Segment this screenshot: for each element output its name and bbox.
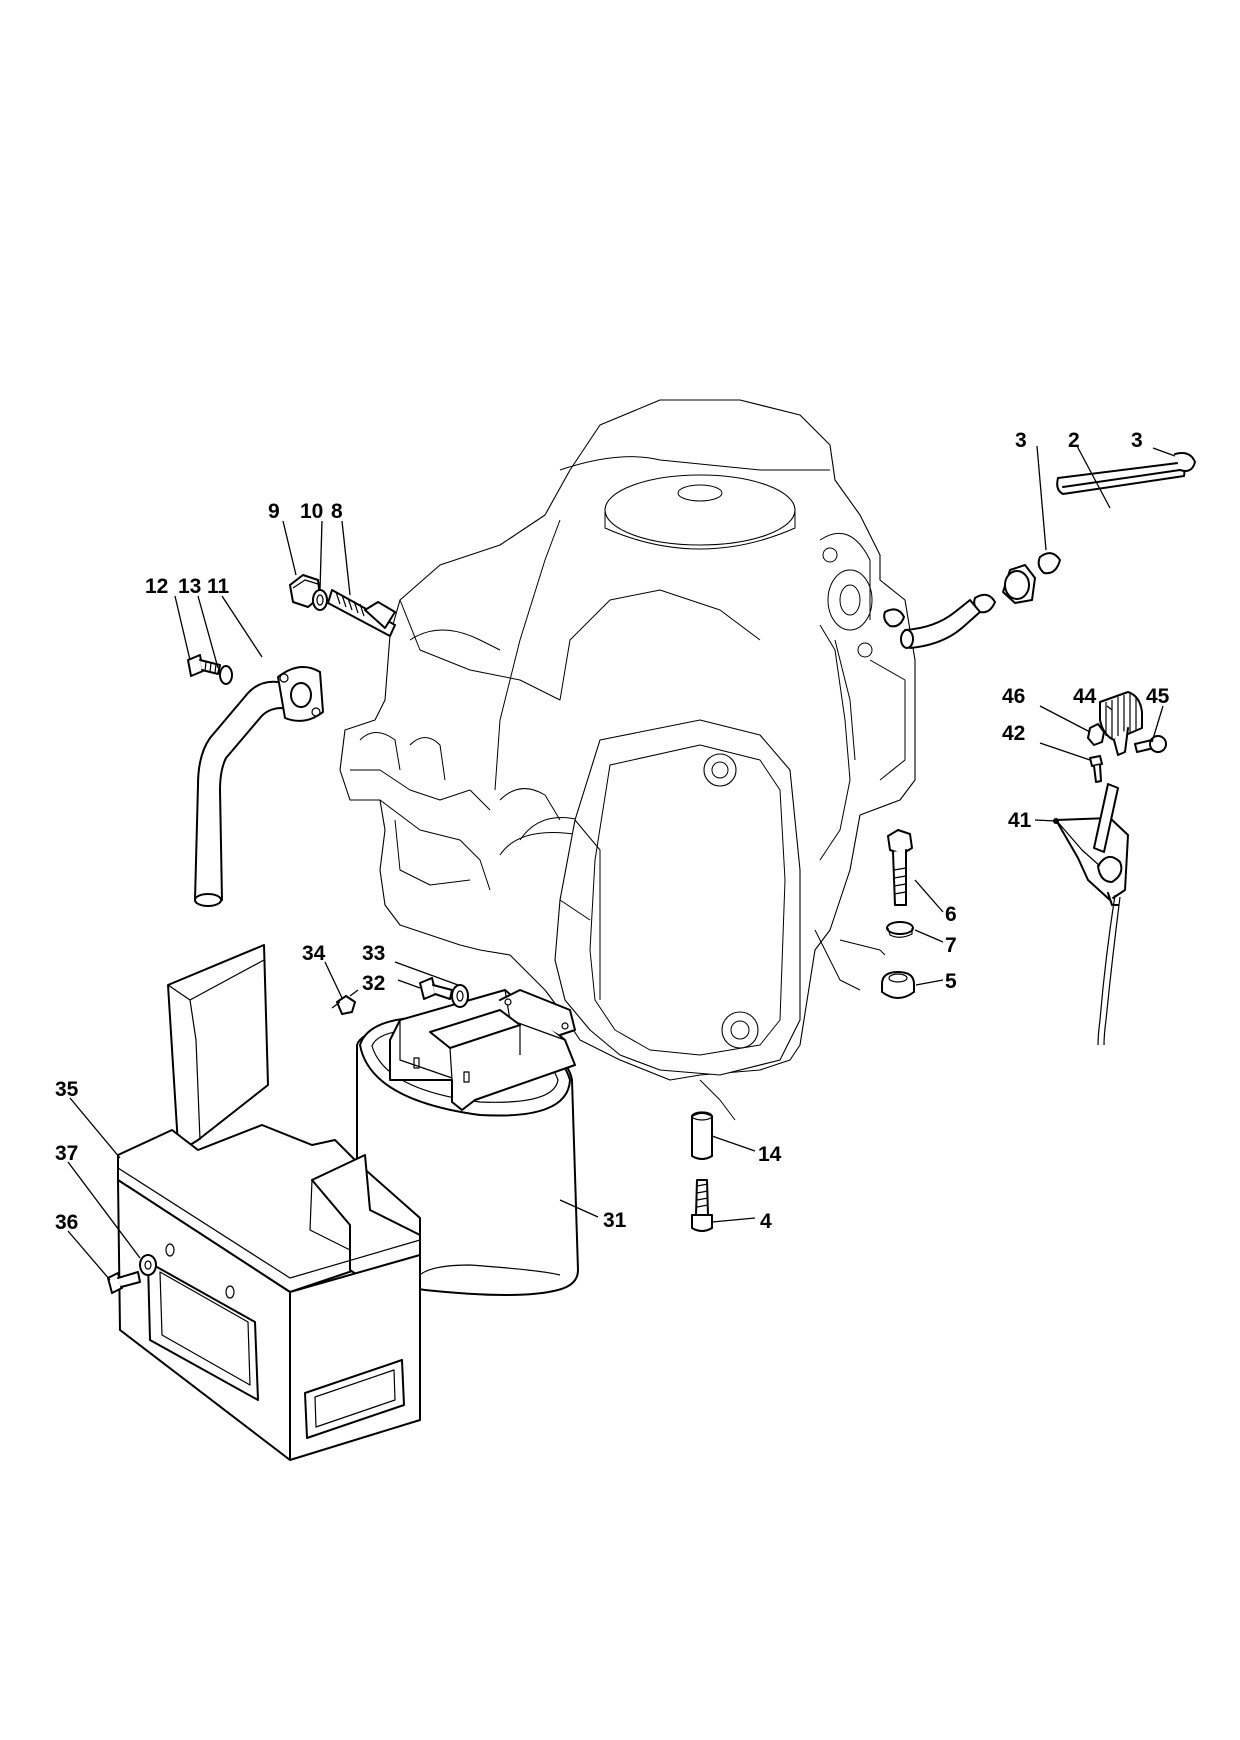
callout-14: 14 xyxy=(758,1143,782,1166)
callout-3-right: 3 xyxy=(1131,429,1143,452)
callout-31: 31 xyxy=(603,1209,627,1232)
callout-34: 34 xyxy=(302,942,326,965)
callout-32: 32 xyxy=(362,972,385,995)
engine-block xyxy=(339,399,916,1121)
callout-4: 4 xyxy=(760,1210,772,1233)
callout-12: 12 xyxy=(145,575,168,598)
callout-37: 37 xyxy=(55,1142,78,1165)
callout-35: 35 xyxy=(55,1078,79,1101)
heat-shield xyxy=(107,944,421,1461)
callout-7: 7 xyxy=(945,934,957,957)
callout-8: 8 xyxy=(331,500,343,523)
fuel-hose-assembly xyxy=(883,452,1196,649)
callout-42: 42 xyxy=(1002,722,1025,745)
callout-44: 44 xyxy=(1073,685,1097,708)
callout-45: 45 xyxy=(1146,685,1170,708)
exhaust-pipe-assembly xyxy=(187,574,396,907)
callout-6: 6 xyxy=(945,903,957,926)
callout-5: 5 xyxy=(945,970,957,993)
mount-hardware xyxy=(691,829,915,1232)
callout-36: 36 xyxy=(55,1211,78,1234)
callout-labels: 3 2 3 9 10 8 12 13 11 46 44 45 42 41 6 7… xyxy=(55,429,1170,1234)
callout-9: 9 xyxy=(268,500,280,523)
callout-41: 41 xyxy=(1008,809,1032,832)
callout-3-left: 3 xyxy=(1015,429,1027,452)
callout-33: 33 xyxy=(362,942,385,965)
callout-46: 46 xyxy=(1002,685,1025,708)
callout-2: 2 xyxy=(1068,429,1080,452)
callout-13: 13 xyxy=(178,575,201,598)
leader-lines xyxy=(67,445,1176,1281)
throttle-assembly xyxy=(1053,691,1167,1046)
callout-11: 11 xyxy=(207,575,230,598)
callout-10: 10 xyxy=(300,500,323,523)
